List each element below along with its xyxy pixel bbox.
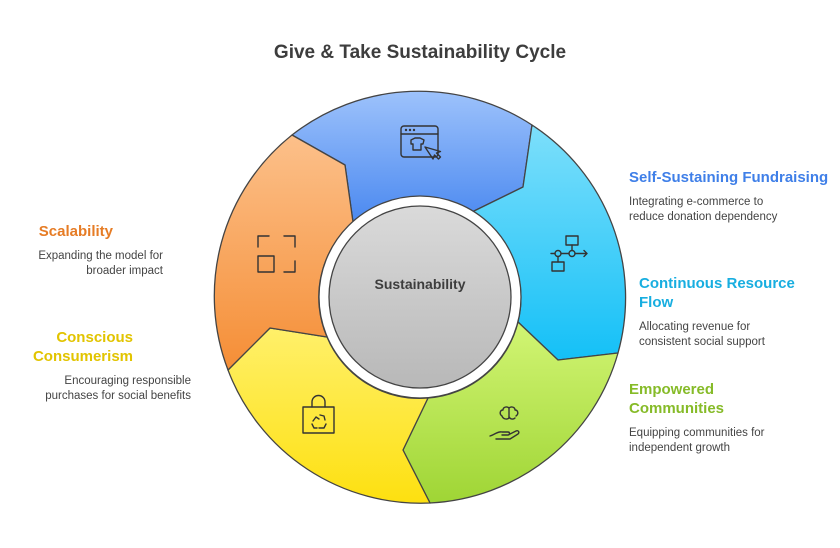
item-heading: Conscious Consumerism [32, 329, 133, 365]
item-heading: Scalability [38, 223, 113, 240]
item-description: Expanding the model for broader impact [38, 250, 163, 277]
center-circle [328, 205, 512, 389]
center-label: Sustainability [374, 276, 465, 292]
item-conscious-consumerism: Conscious Consumerism Encouraging respon… [20, 328, 191, 404]
item-description: Encouraging responsible purchases for so… [45, 375, 191, 402]
item-empowered-communities: Empowered Communities Equipping communit… [629, 380, 829, 456]
item-description: Allocating revenue for consistent social… [639, 321, 765, 348]
item-heading: Continuous Resource Flow [639, 275, 795, 311]
brain-hand-icon [489, 406, 520, 440]
item-heading: Empowered Communities [629, 381, 725, 417]
item-heading: Self-Sustaining Fundraising [629, 169, 829, 186]
item-continuous-resource-flow: Continuous Resource Flow Allocating reve… [639, 274, 834, 350]
scale-frame-icon [257, 235, 296, 273]
recycle-bag-icon [302, 394, 335, 434]
item-scalability: Scalability Expanding the model for broa… [20, 222, 163, 279]
item-description: Equipping communities for independent gr… [629, 427, 765, 454]
item-description: Integrating e-commerce to reduce donatio… [629, 196, 778, 223]
item-self-sustaining-fundraising: Self-Sustaining Fundraising Integrating … [629, 168, 829, 225]
online-shop-icon [400, 125, 442, 160]
workflow-icon [550, 235, 588, 272]
diagram-title: Give & Take Sustainability Cycle [273, 42, 567, 63]
